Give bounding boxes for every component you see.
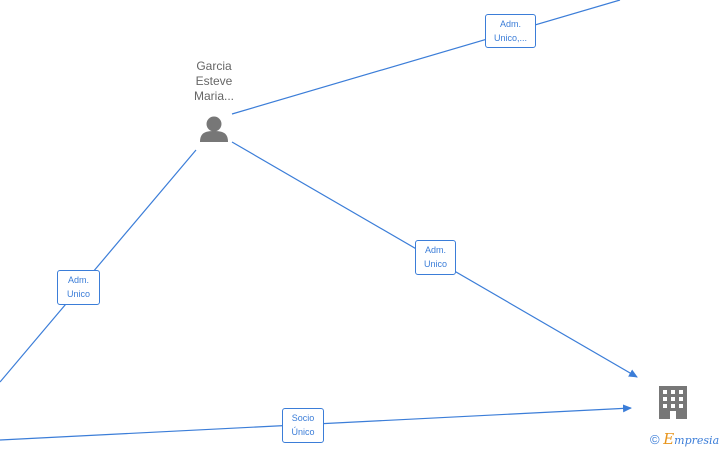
edge-line-top [231,0,621,115]
edge-line-left [0,149,197,383]
edge-label-bottom[interactable]: Socio Único [282,408,324,443]
edge-label-top[interactable]: Adm. Unico,... [485,14,536,48]
person-icon[interactable] [200,116,228,143]
building-icon[interactable] [659,386,687,419]
brand-logo-text: mpresia [674,434,720,447]
brand-logo-initial: E [663,430,675,448]
person-name-label[interactable]: Garcia Esteve Maria... [193,59,234,103]
copyright-notice: © Empresia [650,430,719,448]
edge-label-left[interactable]: Adm. Unico [57,270,100,305]
edge-label-right[interactable]: Adm. Unico [415,240,456,275]
copyright-symbol: © [650,432,660,447]
